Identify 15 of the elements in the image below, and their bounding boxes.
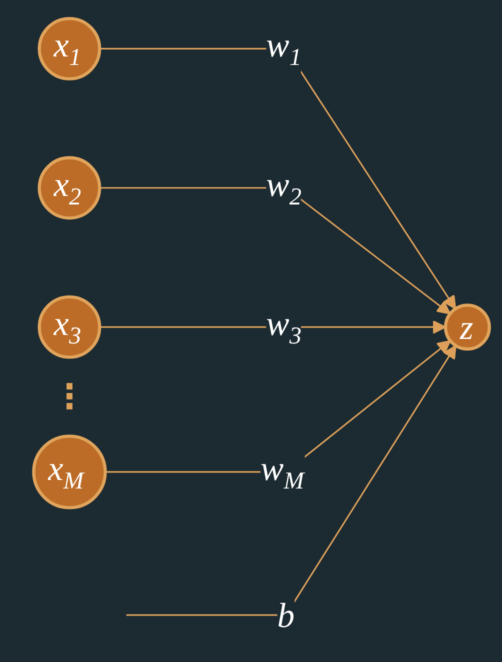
arrow [100,320,446,334]
node-circle: x$_{M}$ [32,434,107,510]
arrow [100,187,451,314]
edge-label: w$_{2}$ [266,164,302,211]
node-circle: x$_{1}$ [38,16,102,80]
arrow [126,345,456,616]
node-circle: x$_{3}$ [38,295,102,359]
edge-label: w$_{1}$ [266,25,302,72]
vertical-ellipsis: ⋮ [52,380,86,414]
arrow [100,48,456,310]
edge-label: b [277,595,295,635]
edge-label: w$_{M}$ [260,448,304,495]
node-circle: x$_{2}$ [38,156,102,220]
node-circle: z [444,304,491,351]
edge-label: w$_{3}$ [266,304,302,350]
